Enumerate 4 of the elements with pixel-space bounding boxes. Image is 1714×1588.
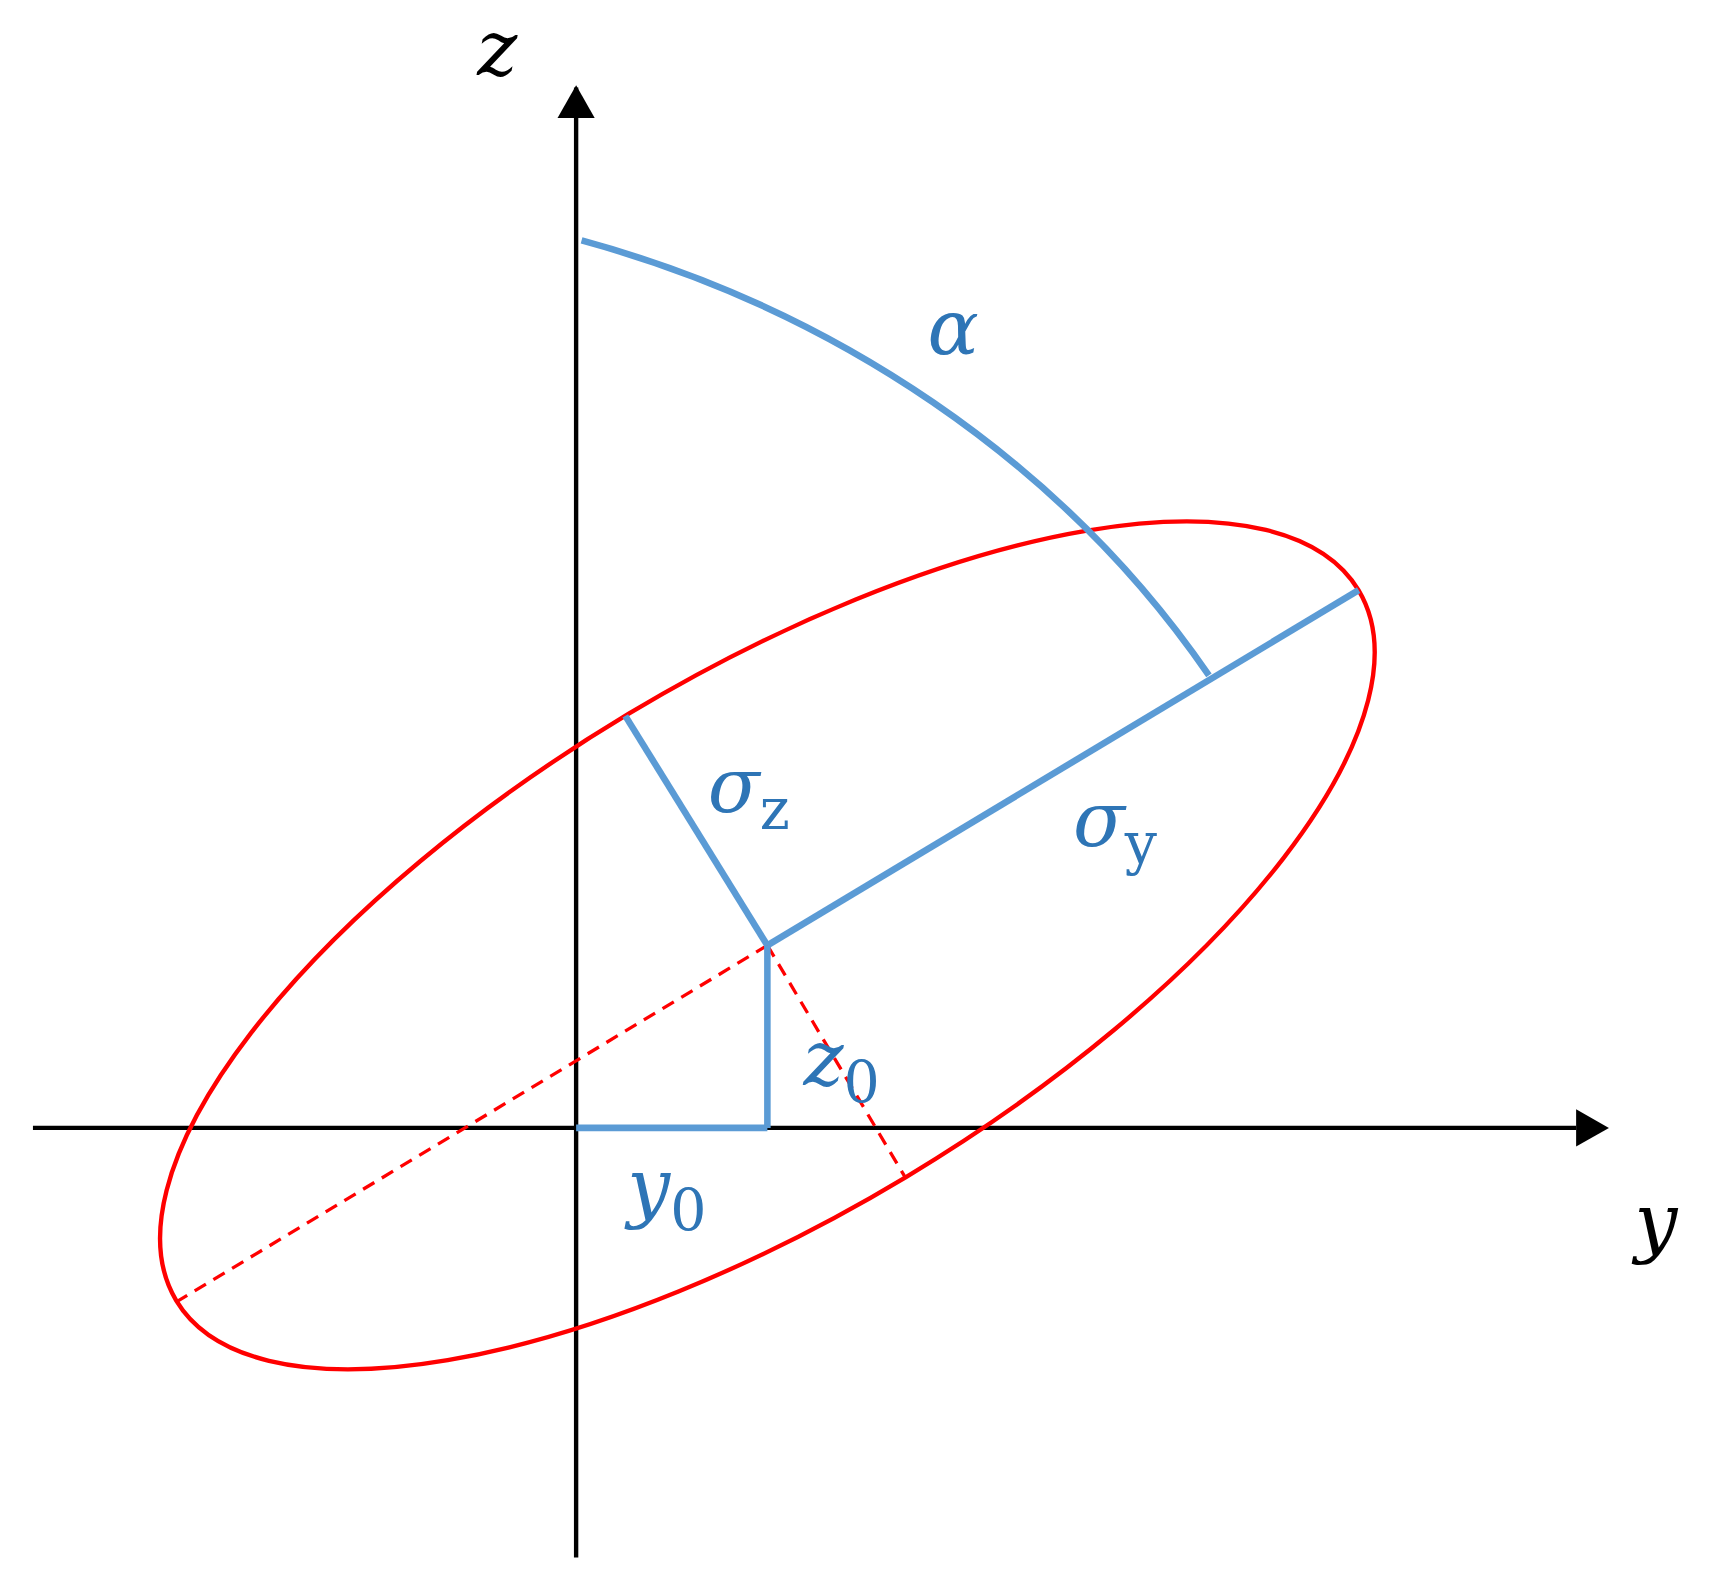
coordinate-label: z$_{0}$ (803, 1020, 880, 1111)
axis-label: z (477, 11, 518, 88)
angle-label: α (927, 289, 979, 366)
axis-label: σ$_{z}$ (707, 747, 790, 838)
